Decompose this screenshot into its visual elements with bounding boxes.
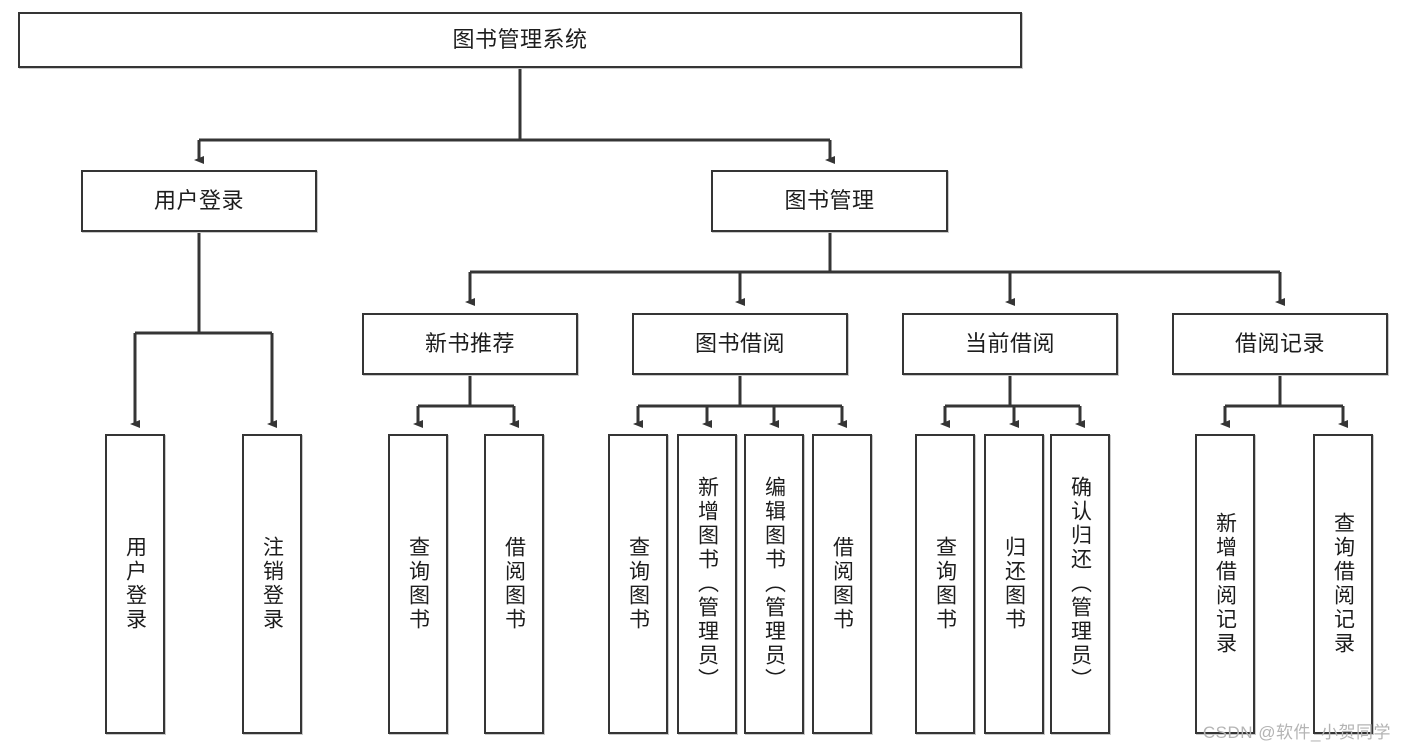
node-book-manage[interactable]: 图书管理: [711, 170, 948, 232]
node-leaf-return-book-label: 归还图书: [1002, 536, 1026, 632]
node-leaf-edit-book[interactable]: 编辑图书（管理员）: [744, 434, 804, 734]
node-current-borrow[interactable]: 当前借阅: [902, 313, 1118, 375]
node-leaf-borrow-book-1-label: 借阅图书: [502, 536, 526, 632]
watermark: CSDN @软件_小贺同学: [1202, 723, 1391, 742]
node-user-login[interactable]: 用户登录: [81, 170, 317, 232]
node-user-login-label: 用户登录: [153, 187, 244, 213]
node-root-label: 图书管理系统: [452, 26, 588, 52]
node-leaf-return-book[interactable]: 归还图书: [984, 434, 1044, 734]
node-leaf-user-login[interactable]: 用户登录: [105, 434, 165, 734]
node-leaf-query-record[interactable]: 查询借阅记录: [1313, 434, 1373, 734]
node-book-manage-label: 图书管理: [784, 187, 875, 213]
node-leaf-logout-label: 注销登录: [260, 536, 284, 632]
node-leaf-borrow-book-1[interactable]: 借阅图书: [484, 434, 544, 734]
node-leaf-query-book-1-label: 查询图书: [406, 536, 430, 632]
node-new-book-recommend-label: 新书推荐: [424, 330, 515, 356]
node-leaf-edit-book-label: 编辑图书（管理员）: [762, 476, 786, 692]
node-current-borrow-label: 当前借阅: [964, 330, 1055, 356]
node-leaf-borrow-book-2[interactable]: 借阅图书: [812, 434, 872, 734]
node-leaf-query-record-label: 查询借阅记录: [1331, 512, 1355, 656]
node-borrow-record-label: 借阅记录: [1234, 330, 1325, 356]
node-leaf-query-book-3-label: 查询图书: [933, 536, 957, 632]
node-leaf-logout[interactable]: 注销登录: [242, 434, 302, 734]
node-leaf-confirm-return[interactable]: 确认归还（管理员）: [1050, 434, 1110, 734]
node-leaf-query-book-1[interactable]: 查询图书: [388, 434, 448, 734]
node-root[interactable]: 图书管理系统: [18, 12, 1022, 68]
node-leaf-add-record-label: 新增借阅记录: [1213, 512, 1237, 656]
node-leaf-add-record[interactable]: 新增借阅记录: [1195, 434, 1255, 734]
node-book-borrow-label: 图书借阅: [694, 330, 785, 356]
node-leaf-user-login-label: 用户登录: [123, 536, 147, 632]
node-leaf-confirm-return-label: 确认归还（管理员）: [1068, 476, 1092, 692]
node-book-borrow[interactable]: 图书借阅: [632, 313, 848, 375]
node-leaf-query-book-2[interactable]: 查询图书: [608, 434, 668, 734]
node-leaf-query-book-3[interactable]: 查询图书: [915, 434, 975, 734]
node-borrow-record[interactable]: 借阅记录: [1172, 313, 1388, 375]
node-leaf-add-book[interactable]: 新增图书（管理员）: [677, 434, 737, 734]
node-leaf-add-book-label: 新增图书（管理员）: [695, 476, 719, 692]
node-leaf-borrow-book-2-label: 借阅图书: [830, 536, 854, 632]
node-new-book-recommend[interactable]: 新书推荐: [362, 313, 578, 375]
node-leaf-query-book-2-label: 查询图书: [626, 536, 650, 632]
